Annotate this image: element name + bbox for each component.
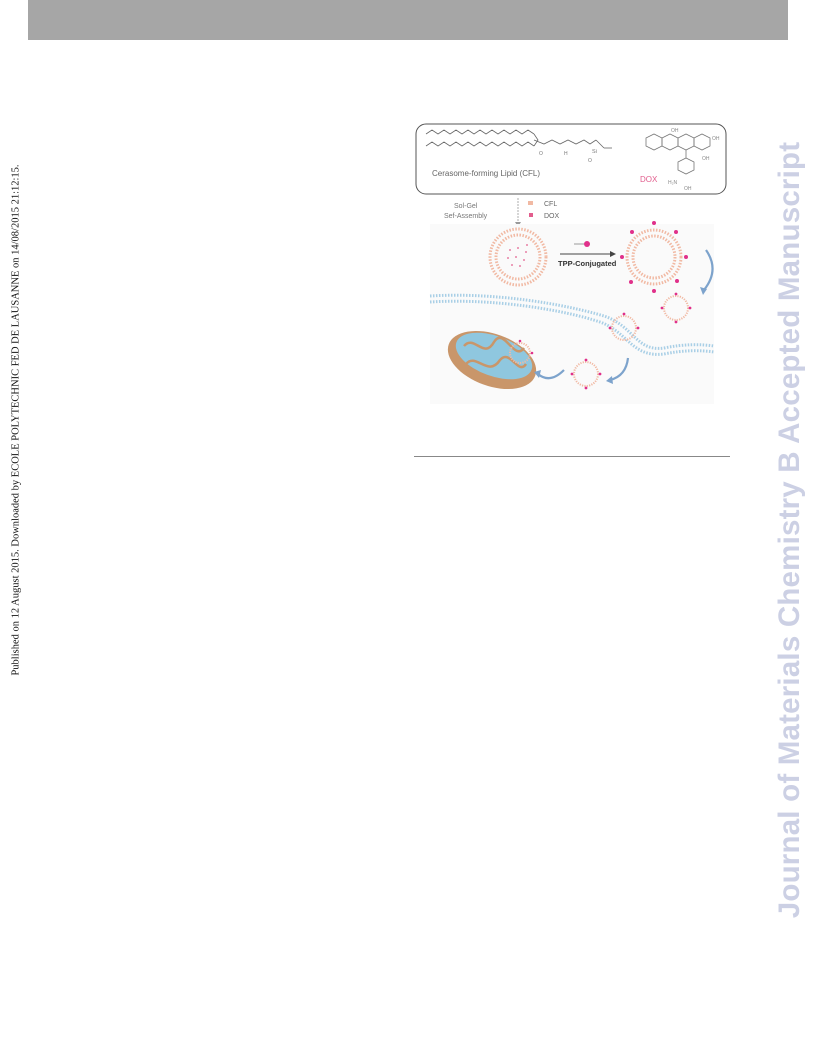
conjugation-arrow-head [610, 251, 616, 257]
cerasome-small-1 [660, 292, 692, 324]
cerasome-crossing [608, 312, 640, 341]
lipid-structure [425, 129, 612, 149]
publication-note: Published on 12 August 2015. Downloaded … [7, 150, 25, 690]
svg-text:OH: OH [712, 136, 720, 142]
figure-svg: O H Si O OH OH OH H₂N OH Cerasome-formin… [415, 123, 727, 404]
structure-box [415, 123, 727, 195]
curved-arrow-bottom-left [537, 369, 565, 380]
process-label-line1: Sol-Gel [454, 203, 478, 210]
header-bar [28, 0, 788, 40]
curved-arrow-right [703, 249, 714, 291]
svg-text:OH: OH [671, 128, 679, 134]
tpp-group [584, 241, 590, 247]
cerasome-at-mitochondrion [509, 339, 534, 364]
svg-text:OH: OH [702, 156, 710, 162]
process-label-line2: Sef-Assembly [444, 213, 488, 220]
svg-text:H: H [564, 151, 568, 157]
cerasome-tpp-conjugated [620, 221, 688, 293]
curved-arrow-bottom-right-head [606, 376, 613, 384]
svg-text:O: O [539, 151, 543, 157]
mitochondrion [447, 330, 537, 390]
dox-structure [645, 133, 711, 175]
legend-cfl-label: CFL [544, 201, 557, 208]
cerasome-unconjugated [488, 227, 548, 287]
curved-arrow-bottom-right [609, 357, 630, 382]
curved-arrow-bottom-left-head [534, 370, 541, 378]
legend-cfl-swatch [528, 201, 533, 205]
journal-watermark-text: Journal of Materials Chemistry B Accepte… [773, 141, 806, 919]
dox-label: DOX [640, 175, 658, 184]
publication-note-text: Published on 12 August 2015. Downloaded … [10, 164, 22, 676]
graphical-abstract-figure: O H Si O OH OH OH H₂N OH Cerasome-formin… [414, 120, 730, 410]
svg-text:OH: OH [684, 186, 692, 192]
lipid-label: Cerasome-forming Lipid (CFL) [432, 169, 540, 178]
conjugation-label: TPP-Conjugated [558, 259, 617, 268]
cell-membrane [429, 293, 715, 356]
legend-dox-label: DOX [544, 213, 560, 220]
cerasome-internalized [570, 358, 602, 390]
curved-arrow-right-head [700, 287, 707, 295]
svg-text:H₂N: H₂N [668, 180, 678, 186]
legend-dox-swatch [529, 213, 533, 217]
journal-watermark: Journal of Materials Chemistry B Accepte… [770, 130, 810, 930]
svg-text:O: O [588, 158, 592, 164]
figure-divider [414, 456, 730, 457]
svg-text:Si: Si [592, 149, 597, 155]
